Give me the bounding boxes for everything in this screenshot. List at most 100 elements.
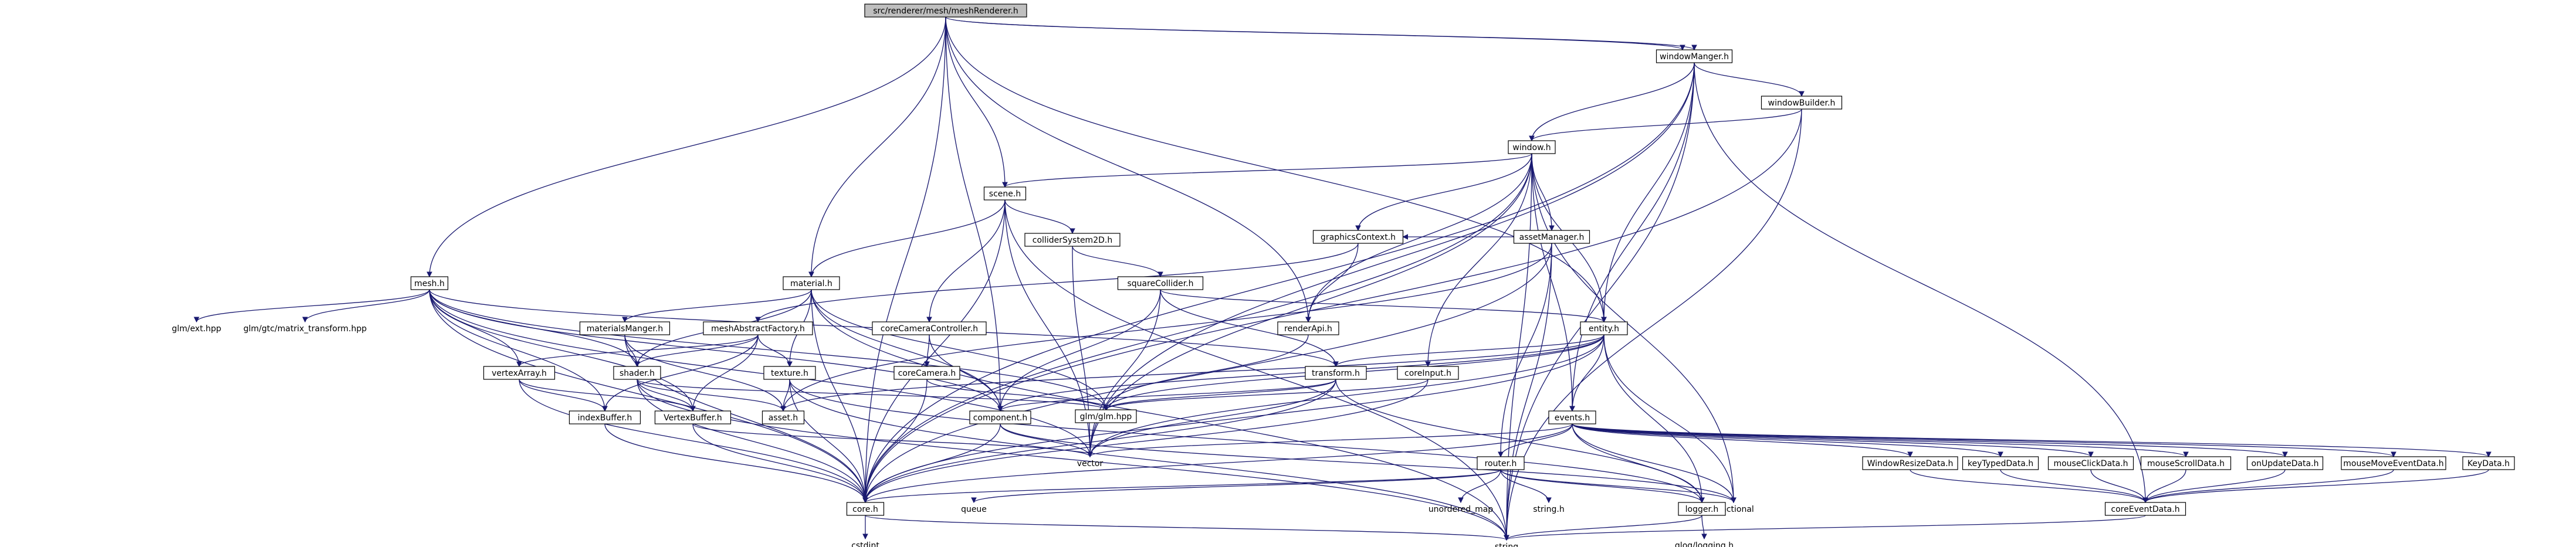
edge-onUpdateData-to-coreEventData (2142, 469, 2286, 504)
node-box (983, 186, 1027, 201)
edge-graphicsContext-to-meshAbstractFactory (755, 243, 1359, 323)
node-label: events.h (1555, 413, 1590, 423)
node-keyTypedData[interactable]: keyTypedData.h (1962, 456, 2039, 470)
node-graphicsContext[interactable]: graphicsContext.h (1312, 230, 1404, 244)
edge-colliderSystem2D-to-vector (1072, 246, 1093, 458)
node-mouseScrollData[interactable]: mouseScrollData.h (2140, 456, 2232, 470)
node-logger[interactable]: logger.h (1678, 502, 1726, 516)
node-windowManager[interactable]: windowManger.h (1656, 49, 1733, 63)
edge-root-to-windowManager (945, 16, 1697, 51)
node-box (2047, 456, 2134, 470)
edge-windowManager-to-string (1504, 62, 1695, 541)
edge-entity-to-transform (1333, 334, 1605, 368)
node-label: router.h (1485, 459, 1517, 468)
edge-windowResizeData-to-coreEventData (1910, 469, 2148, 504)
edge-root-to-renderApi (945, 16, 1311, 323)
node-label: cstdint (851, 541, 879, 547)
node-box (2140, 456, 2232, 470)
node-box (969, 410, 1031, 424)
edge-windowManager-to-window (1529, 62, 1695, 142)
node-keyData[interactable]: KeyData.h (2462, 456, 2515, 470)
edge-events-to-mouseClickData (1572, 423, 2094, 458)
node-entity[interactable]: entity.h (1580, 321, 1628, 335)
node-box (1862, 456, 1958, 470)
node-window[interactable]: window.h (1508, 140, 1556, 154)
edge-mouseMoveEventData-to-coreEventData (2142, 469, 2394, 504)
node-coreInput[interactable]: coreInput.h (1397, 366, 1459, 380)
node-box (1024, 233, 1121, 247)
node-events[interactable]: events.h (1548, 410, 1596, 424)
node-coreEventData[interactable]: coreEventData.h (2104, 502, 2186, 516)
edge-events-to-vector (1087, 423, 1573, 458)
edge-window-to-coreInput (1425, 153, 1532, 368)
node-label: core.h (852, 505, 878, 514)
node-box (761, 410, 805, 424)
node-box (1656, 49, 1733, 63)
node-box (2341, 456, 2446, 470)
edge-core-to-string (865, 515, 1509, 541)
node-core[interactable]: core.h (846, 502, 885, 516)
node-coreCamera[interactable]: coreCamera.h (893, 366, 960, 380)
edge-events-to-keyTypedData (1572, 423, 2003, 458)
node-scene[interactable]: scene.h (983, 186, 1027, 201)
node-label: entity.h (1589, 324, 1619, 334)
node-materialsManger[interactable]: materialsManger.h (579, 321, 671, 335)
node-string: string (1495, 542, 1518, 547)
node-root[interactable]: src/renderer/mesh/meshRenderer.h (864, 4, 1027, 18)
node-shader[interactable]: shader.h (613, 366, 661, 380)
node-label: mouseMoveEventData.h (2343, 459, 2443, 468)
node-mesh[interactable]: mesh.h (410, 276, 449, 290)
edge-keyData-to-coreEventData (2142, 469, 2489, 504)
node-cstdint: cstdint (851, 541, 879, 547)
node-label: indexBuffer.h (578, 413, 632, 423)
node-box (763, 366, 816, 380)
edge-meshAbstractFactory-to-shader (634, 334, 759, 368)
node-label: coreCameraController.h (881, 324, 978, 334)
node-indexBuffer[interactable]: indexBuffer.h (568, 410, 641, 424)
node-box (579, 321, 671, 335)
node-colliderSystem2D[interactable]: colliderSystem2D.h (1024, 233, 1121, 247)
nodes-layer: src/renderer/mesh/meshRenderer.halgorith… (172, 4, 2515, 547)
node-material[interactable]: material.h (783, 276, 840, 290)
node-onUpdateData[interactable]: onUpdateData.h (2246, 456, 2324, 470)
node-label: string.h (1533, 505, 1565, 514)
node-box (703, 321, 813, 335)
edge-squareCollider-to-component (997, 289, 1161, 412)
node-mouseMoveEventData[interactable]: mouseMoveEventData.h (2341, 456, 2446, 470)
node-box (1513, 230, 1590, 244)
node-label: glog/logging.h (1675, 541, 1734, 547)
edge-mesh-to-vertexArray (429, 289, 522, 368)
node-asset[interactable]: asset.h (761, 410, 805, 424)
node-label: renderApi.h (1284, 324, 1332, 334)
edge-logger-to-glogLogging (1701, 515, 1707, 540)
node-assetManager[interactable]: assetManager.h (1513, 230, 1590, 244)
edge-root-to-entity (945, 16, 1607, 323)
node-squareCollider[interactable]: squareCollider.h (1117, 276, 1204, 290)
node-component[interactable]: component.h (969, 410, 1031, 424)
node-label: onUpdateData.h (2252, 459, 2319, 468)
node-coreCameraController[interactable]: coreCameraController.h (872, 321, 987, 335)
node-texture[interactable]: texture.h (763, 366, 816, 380)
node-renderApi[interactable]: renderApi.h (1277, 321, 1339, 335)
node-unorderedMap: unordered_map (1429, 505, 1493, 514)
node-meshAbstractFactory[interactable]: meshAbstractFactory.h (703, 321, 813, 335)
node-vertexArray[interactable]: vertexArray.h (483, 366, 556, 380)
edge-assetManager-to-graphicsContext (1402, 234, 1514, 240)
edge-mesh-to-glmExt (194, 289, 430, 323)
node-windowResizeData[interactable]: WindowResizeData.h (1862, 456, 1958, 470)
node-glmGlm[interactable]: glm/glm.hpp (1075, 409, 1137, 423)
node-mouseClickData[interactable]: mouseClickData.h (2047, 456, 2134, 470)
edge-transform-to-component (997, 379, 1336, 412)
node-transform[interactable]: transform.h (1305, 366, 1367, 380)
node-label: string (1495, 542, 1518, 547)
node-box (893, 366, 960, 380)
edge-router-to-core (862, 469, 1501, 504)
node-vertexBuffer[interactable]: VertexBuffer.h (654, 410, 732, 424)
node-windowBuilder[interactable]: windowBuilder.h (1761, 96, 1843, 110)
node-label: vector (1077, 459, 1103, 468)
edge-meshAbstractFactory-to-vertexArray (516, 334, 759, 368)
node-router[interactable]: router.h (1477, 456, 1525, 470)
edge-router-to-logger (1500, 469, 1705, 504)
edge-router-to-unorderedMap (1458, 469, 1501, 504)
node-box (1117, 276, 1204, 290)
